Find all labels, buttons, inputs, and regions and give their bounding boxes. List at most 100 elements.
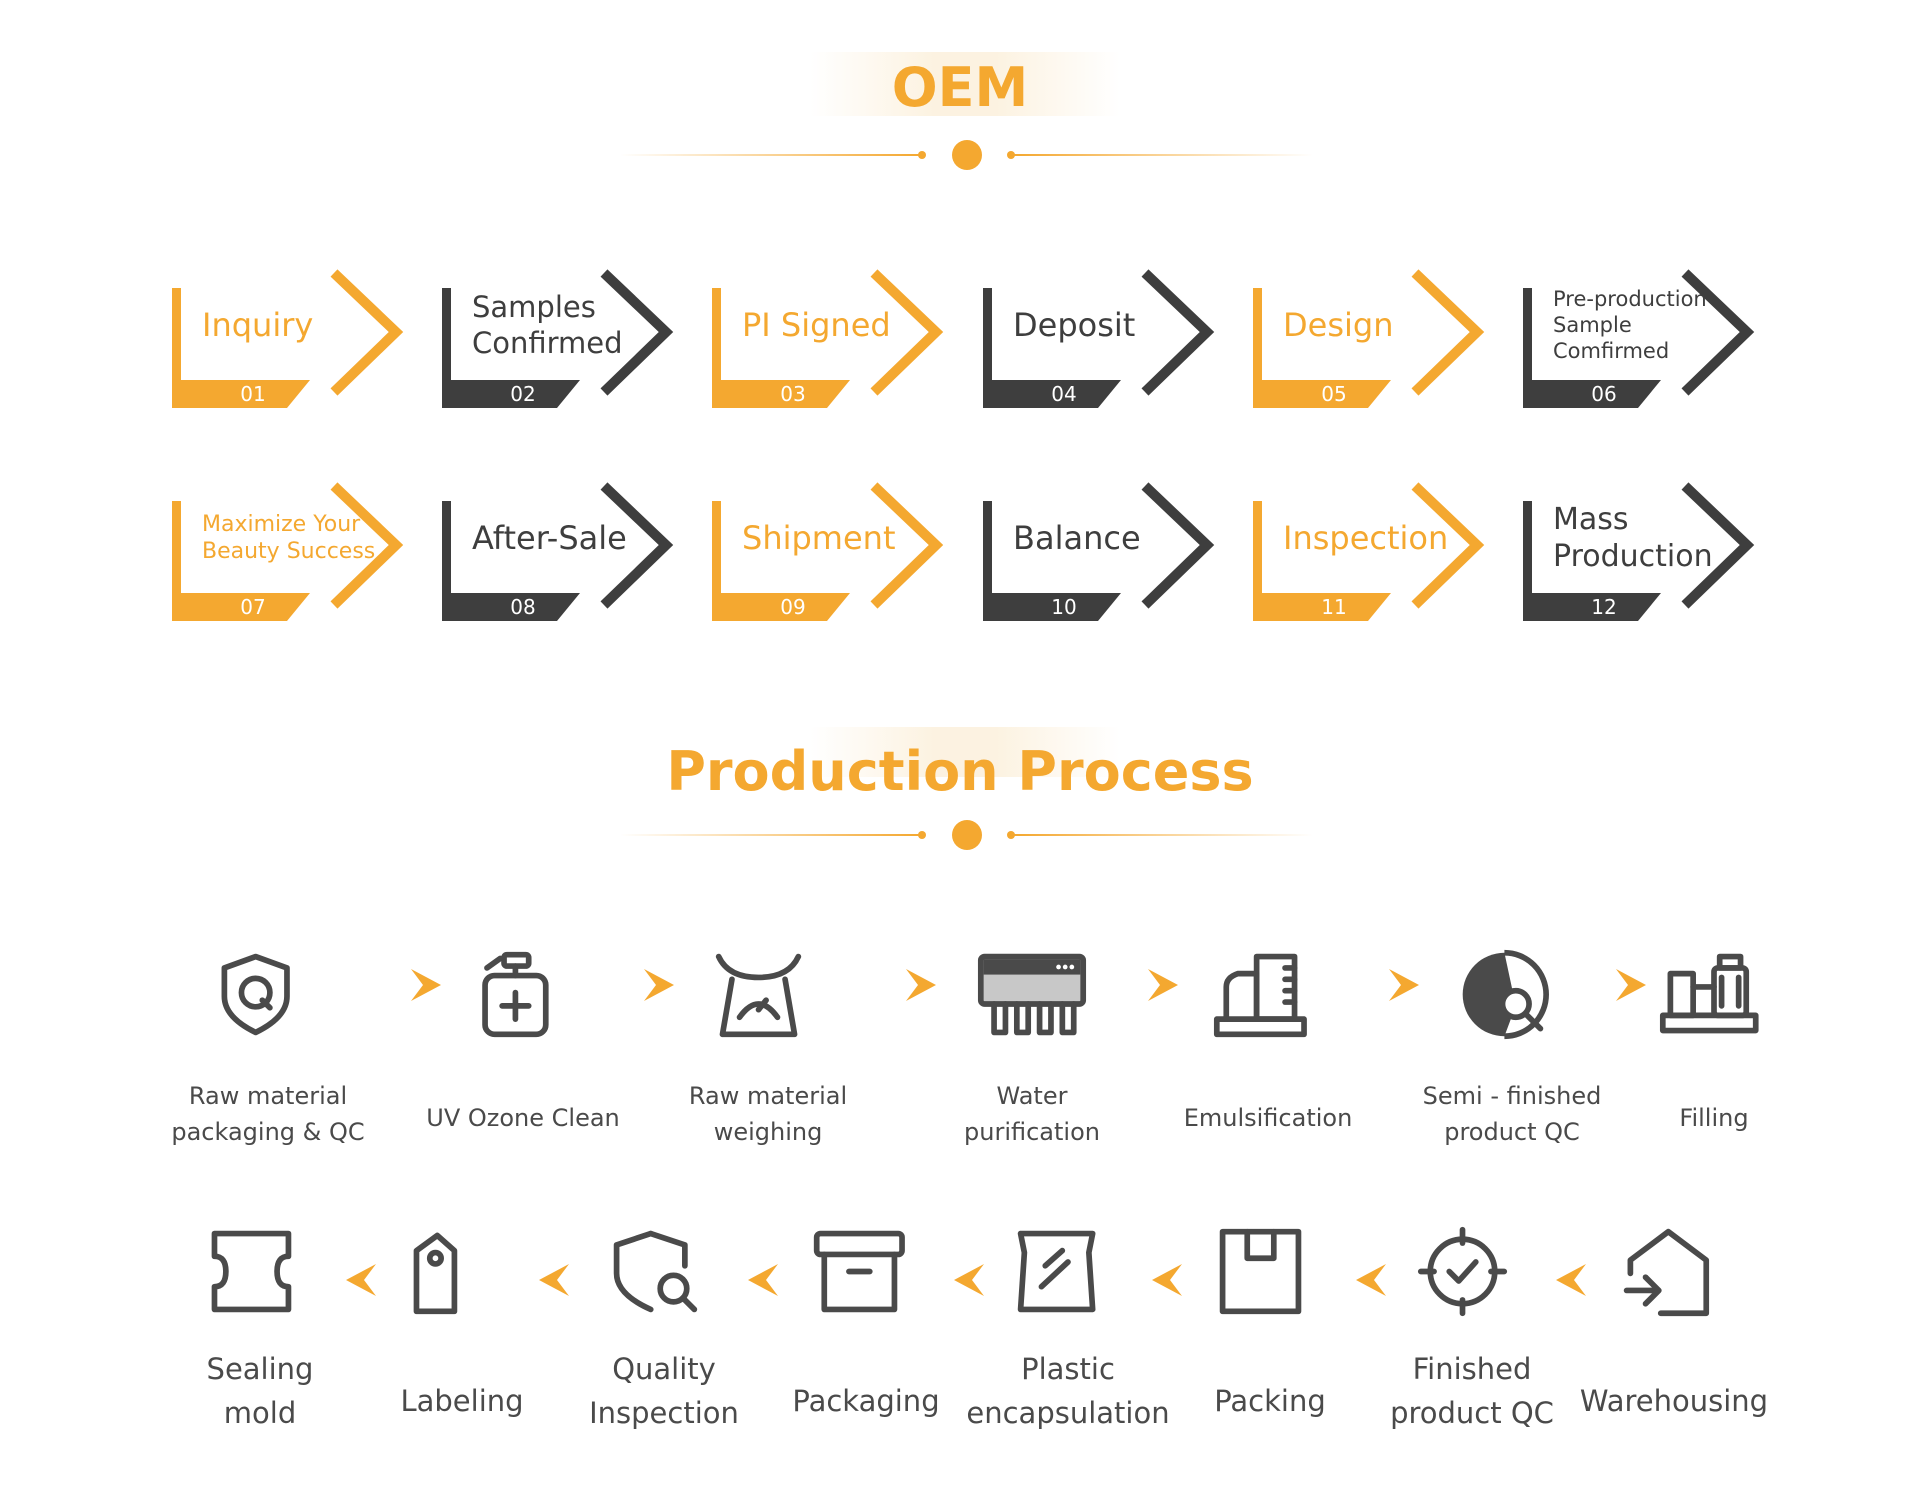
chevron-right-icon (906, 969, 936, 1001)
step-label: After-Sale (472, 519, 627, 557)
step-frame (983, 269, 1215, 408)
process-step-package: Packing (1210, 1222, 1330, 1418)
step-label: Balance (1013, 519, 1141, 557)
step-number: 12 (1591, 595, 1617, 619)
sealing-mold-icon (211, 1230, 292, 1313)
process-step-label: Quality Inspection (589, 1352, 739, 1430)
oem-step-05: Design 05 (1253, 269, 1493, 410)
oem-divider (620, 140, 1313, 170)
process-step-label: Warehousing (1579, 1384, 1769, 1418)
chevron-left-icon (1556, 1264, 1586, 1296)
chevron-right-icon (1616, 969, 1646, 1001)
step-frame (172, 269, 404, 408)
step-number: 08 (510, 595, 536, 619)
chevron-right-icon (411, 969, 441, 1001)
oem-step-03: PI Signed 03 (712, 269, 952, 410)
chevron-right-icon (644, 969, 674, 1001)
process-step-sanitizer-bottle: UV Ozone Clean (426, 945, 620, 1132)
sanitizer-bottle-icon (482, 951, 549, 1038)
chevron-left-icon (539, 1264, 569, 1296)
process-step-archive-box: Packaging (792, 1222, 940, 1418)
process-step-label: UV Ozone Clean (426, 1104, 620, 1132)
step-number: 10 (1051, 595, 1077, 619)
production-title: Production Process (666, 740, 1254, 803)
process-step-shield-q: Raw material packaging & QC (171, 945, 365, 1146)
step-number: 05 (1321, 382, 1347, 406)
process-step-label: Finished product QC (1390, 1352, 1554, 1430)
process-step-label: Packing (1214, 1384, 1326, 1418)
process-step-tag: Labeling (400, 1222, 524, 1418)
production-divider (620, 820, 1313, 850)
step-number: 07 (240, 595, 266, 619)
step-label: Deposit (1013, 306, 1136, 344)
chevron-left-icon (1356, 1264, 1386, 1296)
water-purifier-icon (977, 953, 1087, 1036)
step-label: PI Signed (742, 306, 891, 344)
chevron-left-icon (346, 1264, 376, 1296)
plastic-bag-icon (1017, 1230, 1096, 1313)
step-number: 01 (240, 382, 266, 406)
oem-watermark (810, 52, 1120, 116)
process-step-plastic-bag: Plastic encapsulation (966, 1222, 1170, 1430)
chevron-right-icon (1148, 969, 1178, 1001)
process-step-scale: Raw material weighing (689, 945, 847, 1146)
production-watermark (810, 727, 1120, 777)
process-step-warehouse: Warehousing (1580, 1222, 1768, 1418)
target-check-icon (1417, 1226, 1508, 1317)
step-frame (442, 269, 674, 408)
chevron-left-icon (748, 1264, 778, 1296)
process-step-sealing-mold: Sealing mold (200, 1222, 320, 1430)
step-frame (712, 482, 944, 621)
shield-q-icon (221, 953, 290, 1036)
process-step-label: Plastic encapsulation (966, 1352, 1170, 1430)
step-number: 04 (1051, 382, 1077, 406)
oem-step-01: Inquiry 01 (172, 269, 412, 410)
chevron-left-icon (1152, 1264, 1182, 1296)
process-step-label: Sealing mold (206, 1352, 314, 1430)
step-number: 02 (510, 382, 536, 406)
step-number: 09 (780, 595, 806, 619)
step-label: Inquiry (202, 306, 314, 344)
archive-box-icon (813, 1230, 905, 1313)
process-step-label: Raw material packaging & QC (171, 1082, 365, 1146)
step-label: Design (1283, 306, 1394, 344)
process-step-water-purifier: Water purification (964, 945, 1100, 1146)
wrench-search-icon (1462, 949, 1549, 1040)
process-step-label: Raw material weighing (688, 1082, 848, 1146)
step-number: 03 (780, 382, 806, 406)
emulsifier-icon (1213, 953, 1307, 1038)
oem-title: OEM (891, 56, 1029, 119)
oem-step-04: Deposit 04 (983, 269, 1223, 410)
process-step-label: Semi - finished product QC (1422, 1082, 1602, 1146)
filling-machine-icon (1659, 953, 1759, 1034)
oem-step-08: After-Sale 08 (442, 482, 682, 623)
step-number: 06 (1591, 382, 1617, 406)
process-step-label: Packaging (792, 1384, 940, 1418)
step-label: Samples Confirmed (472, 289, 623, 360)
process-step-label: Filling (1679, 1104, 1749, 1132)
oem-step-09: Shipment 09 (712, 482, 952, 623)
process-step-emulsifier: Emulsification (1184, 945, 1352, 1132)
process-step-wrench-search: Semi - finished product QC (1423, 945, 1601, 1146)
step-frame (442, 482, 674, 621)
process-step-label: Water purification (964, 1082, 1100, 1146)
step-label: Shipment (742, 519, 896, 557)
tag-icon (413, 1232, 458, 1315)
step-label: Pre-production Sample Comfirmed (1553, 286, 1707, 364)
process-step-shield-search: Quality Inspection (589, 1222, 739, 1430)
oem-step-10: Balance 10 (983, 482, 1223, 623)
step-frame (1523, 482, 1755, 621)
step-frame (1523, 269, 1755, 408)
step-label: Inspection (1283, 519, 1449, 557)
step-frame (1253, 482, 1485, 621)
package-icon (1219, 1228, 1302, 1315)
scale-icon (715, 953, 802, 1038)
process-step-label: Labeling (400, 1384, 524, 1418)
warehouse-icon (1623, 1228, 1710, 1317)
oem-step-02: Samples Confirmed 02 (442, 269, 682, 410)
process-step-label: Emulsification (1183, 1104, 1353, 1132)
chevron-right-icon (1389, 969, 1419, 1001)
